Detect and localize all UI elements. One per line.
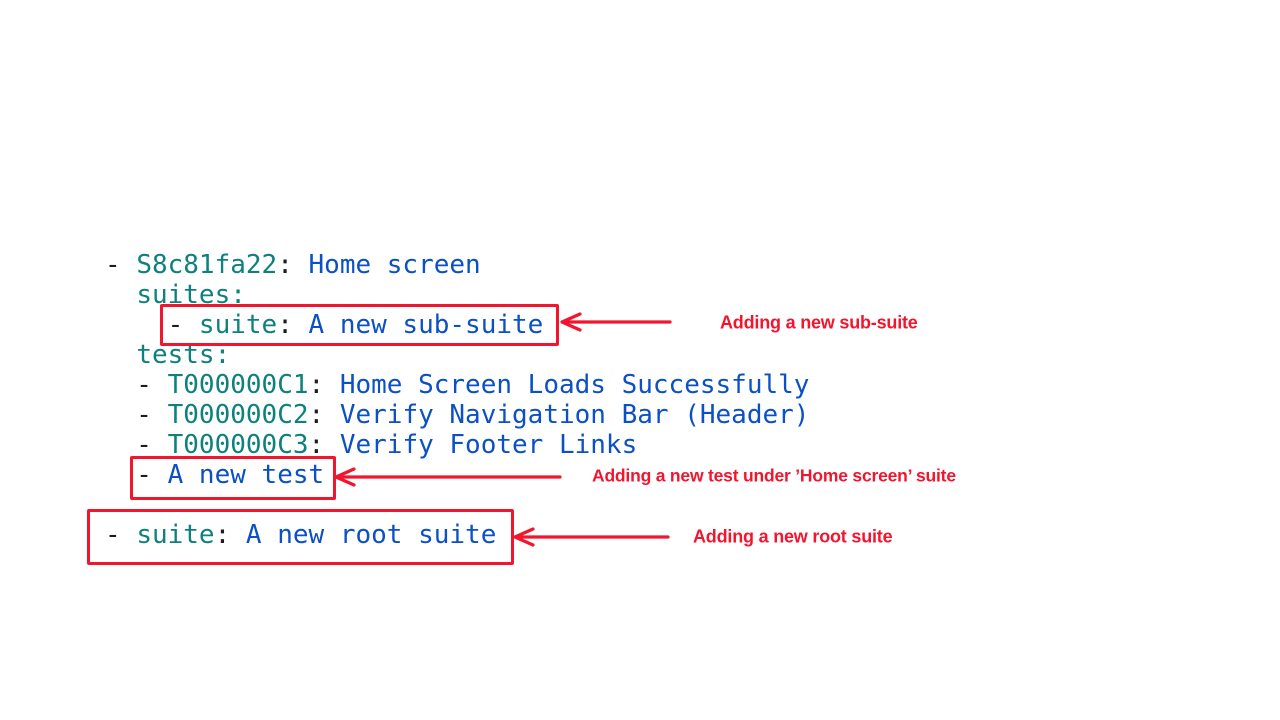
code-token: A new sub-suite: [308, 310, 544, 340]
code-token: -: [105, 430, 168, 460]
code-token: A new test: [167, 460, 325, 490]
root-suite-highlight-box: [87, 509, 514, 565]
code-token: :: [277, 310, 309, 340]
code-token: T000000C3: [167, 430, 309, 460]
code-token: suite: [136, 520, 215, 550]
code-token: -: [105, 310, 199, 340]
code-token: suite: [198, 310, 278, 340]
code-token: :: [308, 430, 340, 460]
code-token: T000000C2: [167, 400, 309, 430]
code-token: Verify Navigation Bar (Header): [339, 400, 810, 430]
code-token: :: [214, 520, 246, 550]
code-line: - suite: A new sub-suite: [105, 310, 809, 340]
code-line: - T000000C3: Verify Footer Links: [105, 430, 809, 460]
code-token: :: [308, 370, 340, 400]
code-token: -: [105, 460, 168, 490]
root-suite-annotation: Adding a new root suite: [693, 526, 893, 547]
code-token: [105, 280, 136, 310]
code-token: -: [105, 520, 137, 550]
code-token: Home screen: [308, 250, 481, 280]
code-token: -: [105, 370, 168, 400]
code-token: -: [105, 400, 168, 430]
new-test-annotation: Adding a new test under ’Home screen’ su…: [592, 465, 956, 486]
code-token: A new root suite: [245, 520, 497, 550]
code-line: - suite: A new root suite: [105, 520, 809, 550]
code-line: - T000000C2: Verify Navigation Bar (Head…: [105, 400, 809, 430]
new-test-highlight-box: [130, 456, 336, 500]
sub-suite-annotation: Adding a new sub-suite: [720, 312, 918, 333]
code-line: - T000000C1: Home Screen Loads Successfu…: [105, 370, 809, 400]
yaml-code-block: - S8c81fa22: Home screen suites: - suite…: [105, 250, 809, 550]
code-token: :: [277, 250, 309, 280]
code-token: Home Screen Loads Successfully: [339, 370, 810, 400]
code-token: T000000C1: [167, 370, 309, 400]
code-token: S8c81fa22: [136, 250, 278, 280]
code-line: - A new test: [105, 460, 809, 490]
code-line: - S8c81fa22: Home screen: [105, 250, 809, 280]
sub-suite-highlight-box: [160, 304, 559, 346]
code-token: Verify Footer Links: [339, 430, 638, 460]
code-token: :: [308, 400, 340, 430]
code-token: [105, 340, 136, 370]
code-token: -: [105, 250, 137, 280]
